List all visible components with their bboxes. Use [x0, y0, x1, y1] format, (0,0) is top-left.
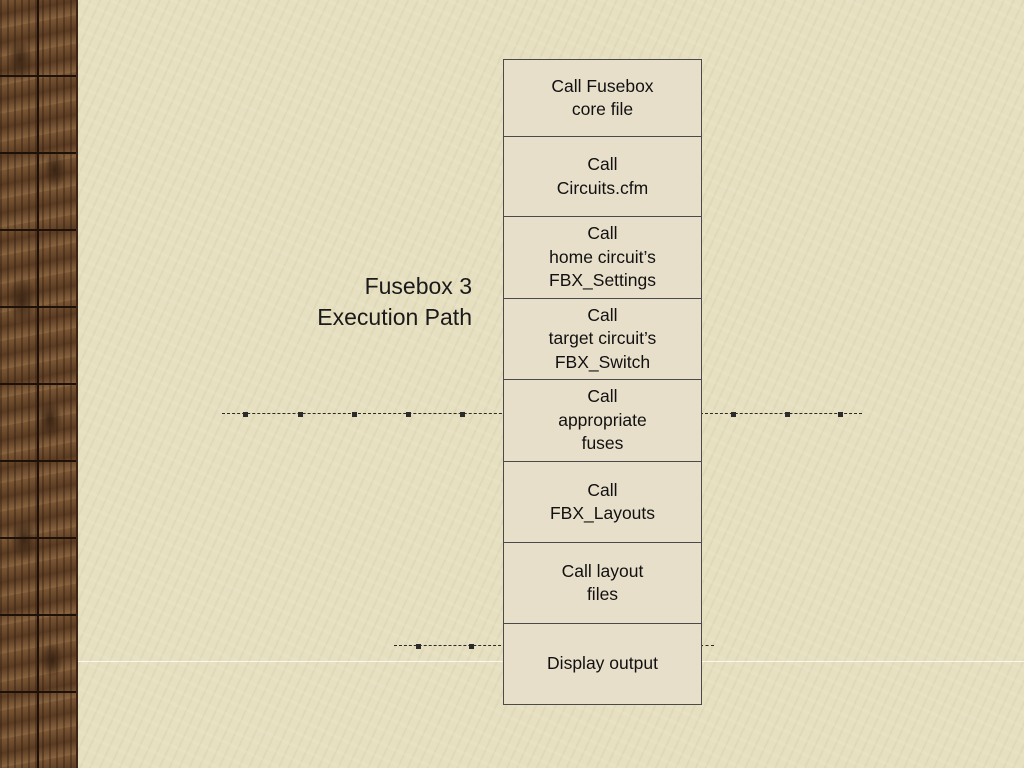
sidebar-grid-lines [0, 0, 76, 768]
dashed-line-lower-left [394, 645, 506, 646]
dash-dot [352, 412, 357, 417]
step-call-fbx-switch: Call target circuit’s FBX_Switch [504, 299, 701, 380]
step-call-fbx-layouts: Call FBX_Layouts [504, 462, 701, 543]
step-call-circuits: Call Circuits.cfm [504, 137, 701, 217]
dash-dot [406, 412, 411, 417]
dash-dot [298, 412, 303, 417]
dashed-line-upper-left [222, 413, 512, 414]
step-call-fusebox-core: Call Fusebox core file [504, 60, 701, 137]
title-line-2: Execution Path [317, 304, 472, 330]
dash-dot [243, 412, 248, 417]
step-call-layout-files: Call layout files [504, 543, 701, 624]
dashed-line-upper-right [700, 413, 862, 414]
step-call-fbx-settings: Call home circuit’s FBX_Settings [504, 217, 701, 299]
dash-dot [838, 412, 843, 417]
dash-dot [785, 412, 790, 417]
diagram-title: Fusebox 3 Execution Path [317, 271, 472, 333]
step-call-fuses: Call appropriate fuses [504, 380, 701, 462]
dashed-line-lower-right [700, 645, 714, 646]
dash-dot [460, 412, 465, 417]
title-line-1: Fusebox 3 [364, 273, 472, 299]
dash-dot [731, 412, 736, 417]
dash-dot [469, 644, 474, 649]
dash-dot [416, 644, 421, 649]
step-display-output: Display output [547, 653, 658, 674]
execution-path-stack: Call Fusebox core file Call Circuits.cfm… [503, 59, 702, 705]
